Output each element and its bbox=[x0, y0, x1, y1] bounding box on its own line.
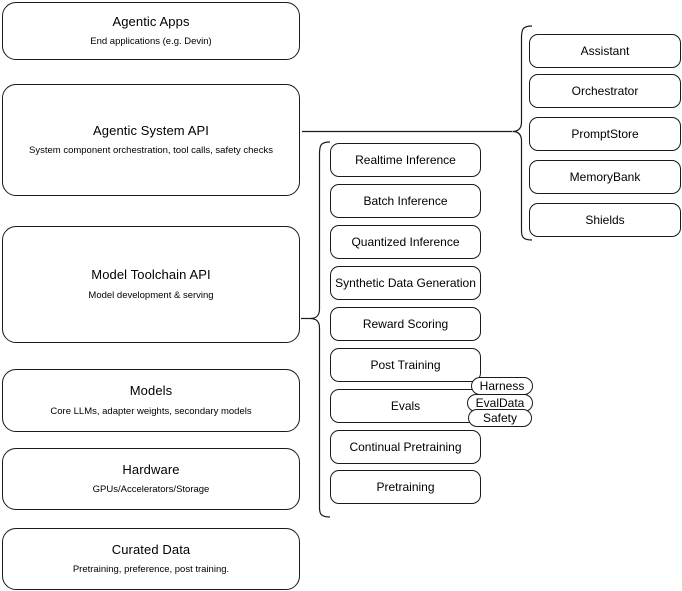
toolchain-item-label: Reward Scoring bbox=[362, 316, 449, 331]
layer-card-model-toolchain-api[interactable]: Model Toolchain API Model development & … bbox=[2, 226, 300, 343]
eval-pill-safety[interactable]: Safety bbox=[468, 409, 532, 427]
layer-title: Curated Data bbox=[111, 541, 191, 557]
layer-title: Agentic Apps bbox=[112, 13, 190, 29]
system-item-label: PromptStore bbox=[571, 126, 639, 141]
layer-title: Hardware bbox=[122, 461, 180, 477]
layer-subtitle: Core LLMs, adapter weights, secondary mo… bbox=[50, 405, 252, 417]
toolchain-item-label: Synthetic Data Generation bbox=[335, 275, 476, 290]
toolchain-item-realtime-inference[interactable]: Realtime Inference bbox=[330, 143, 481, 177]
system-item-promptstore[interactable]: PromptStore bbox=[529, 117, 681, 151]
toolchain-item-synthetic-data-generation[interactable]: Synthetic Data Generation bbox=[330, 266, 481, 300]
layer-card-models[interactable]: Models Core LLMs, adapter weights, secon… bbox=[2, 369, 300, 432]
toolchain-item-evals[interactable]: Evals bbox=[330, 389, 481, 423]
system-item-assistant[interactable]: Assistant bbox=[529, 34, 681, 68]
toolchain-item-continual-pretraining[interactable]: Continual Pretraining bbox=[330, 430, 481, 464]
system-item-label: MemoryBank bbox=[569, 169, 641, 184]
toolchain-item-label: Quantized Inference bbox=[351, 234, 460, 249]
layer-subtitle: End applications (e.g. Devin) bbox=[90, 36, 212, 48]
system-item-label: Orchestrator bbox=[571, 83, 639, 98]
layer-card-curated-data[interactable]: Curated Data Pretraining, preference, po… bbox=[2, 528, 300, 590]
toolchain-item-label: Realtime Inference bbox=[355, 152, 456, 167]
toolchain-item-label: Evals bbox=[390, 398, 421, 413]
toolchain-item-label: Post Training bbox=[370, 357, 441, 372]
layer-subtitle: GPUs/Accelerators/Storage bbox=[92, 484, 210, 496]
layer-card-agentic-system-api[interactable]: Agentic System API System component orch… bbox=[2, 84, 300, 196]
toolchain-item-label: Pretraining bbox=[376, 479, 435, 494]
toolchain-item-label: Batch Inference bbox=[363, 193, 448, 208]
layer-title: Models bbox=[129, 383, 173, 399]
toolchain-item-pretraining[interactable]: Pretraining bbox=[330, 470, 481, 504]
system-item-label: Shields bbox=[585, 212, 625, 227]
system-item-label: Assistant bbox=[580, 43, 630, 58]
eval-pill-label: Safety bbox=[482, 411, 518, 425]
layer-card-agentic-apps[interactable]: Agentic Apps End applications (e.g. Devi… bbox=[2, 2, 300, 60]
layer-subtitle: System component orchestration, tool cal… bbox=[29, 145, 273, 157]
toolchain-item-quantized-inference[interactable]: Quantized Inference bbox=[330, 225, 481, 259]
layer-title: Agentic System API bbox=[93, 122, 209, 138]
brace-toolchain-components bbox=[309, 141, 331, 518]
toolchain-item-batch-inference[interactable]: Batch Inference bbox=[330, 184, 481, 218]
eval-pill-harness[interactable]: Harness bbox=[471, 377, 533, 395]
toolchain-item-reward-scoring[interactable]: Reward Scoring bbox=[330, 307, 481, 341]
system-item-orchestrator[interactable]: Orchestrator bbox=[529, 74, 681, 108]
system-item-shields[interactable]: Shields bbox=[529, 203, 681, 237]
layer-subtitle: Pretraining, preference, post training. bbox=[72, 564, 230, 576]
layer-title: Model Toolchain API bbox=[91, 267, 211, 283]
toolchain-item-post-training[interactable]: Post Training bbox=[330, 348, 481, 382]
layer-subtitle: Model development & serving bbox=[88, 289, 214, 301]
system-item-memorybank[interactable]: MemoryBank bbox=[529, 160, 681, 194]
toolchain-item-label: Continual Pretraining bbox=[349, 439, 462, 454]
eval-pill-label: Harness bbox=[479, 379, 525, 393]
layer-card-hardware[interactable]: Hardware GPUs/Accelerators/Storage bbox=[2, 448, 300, 510]
eval-pill-label: EvalData bbox=[475, 396, 525, 410]
